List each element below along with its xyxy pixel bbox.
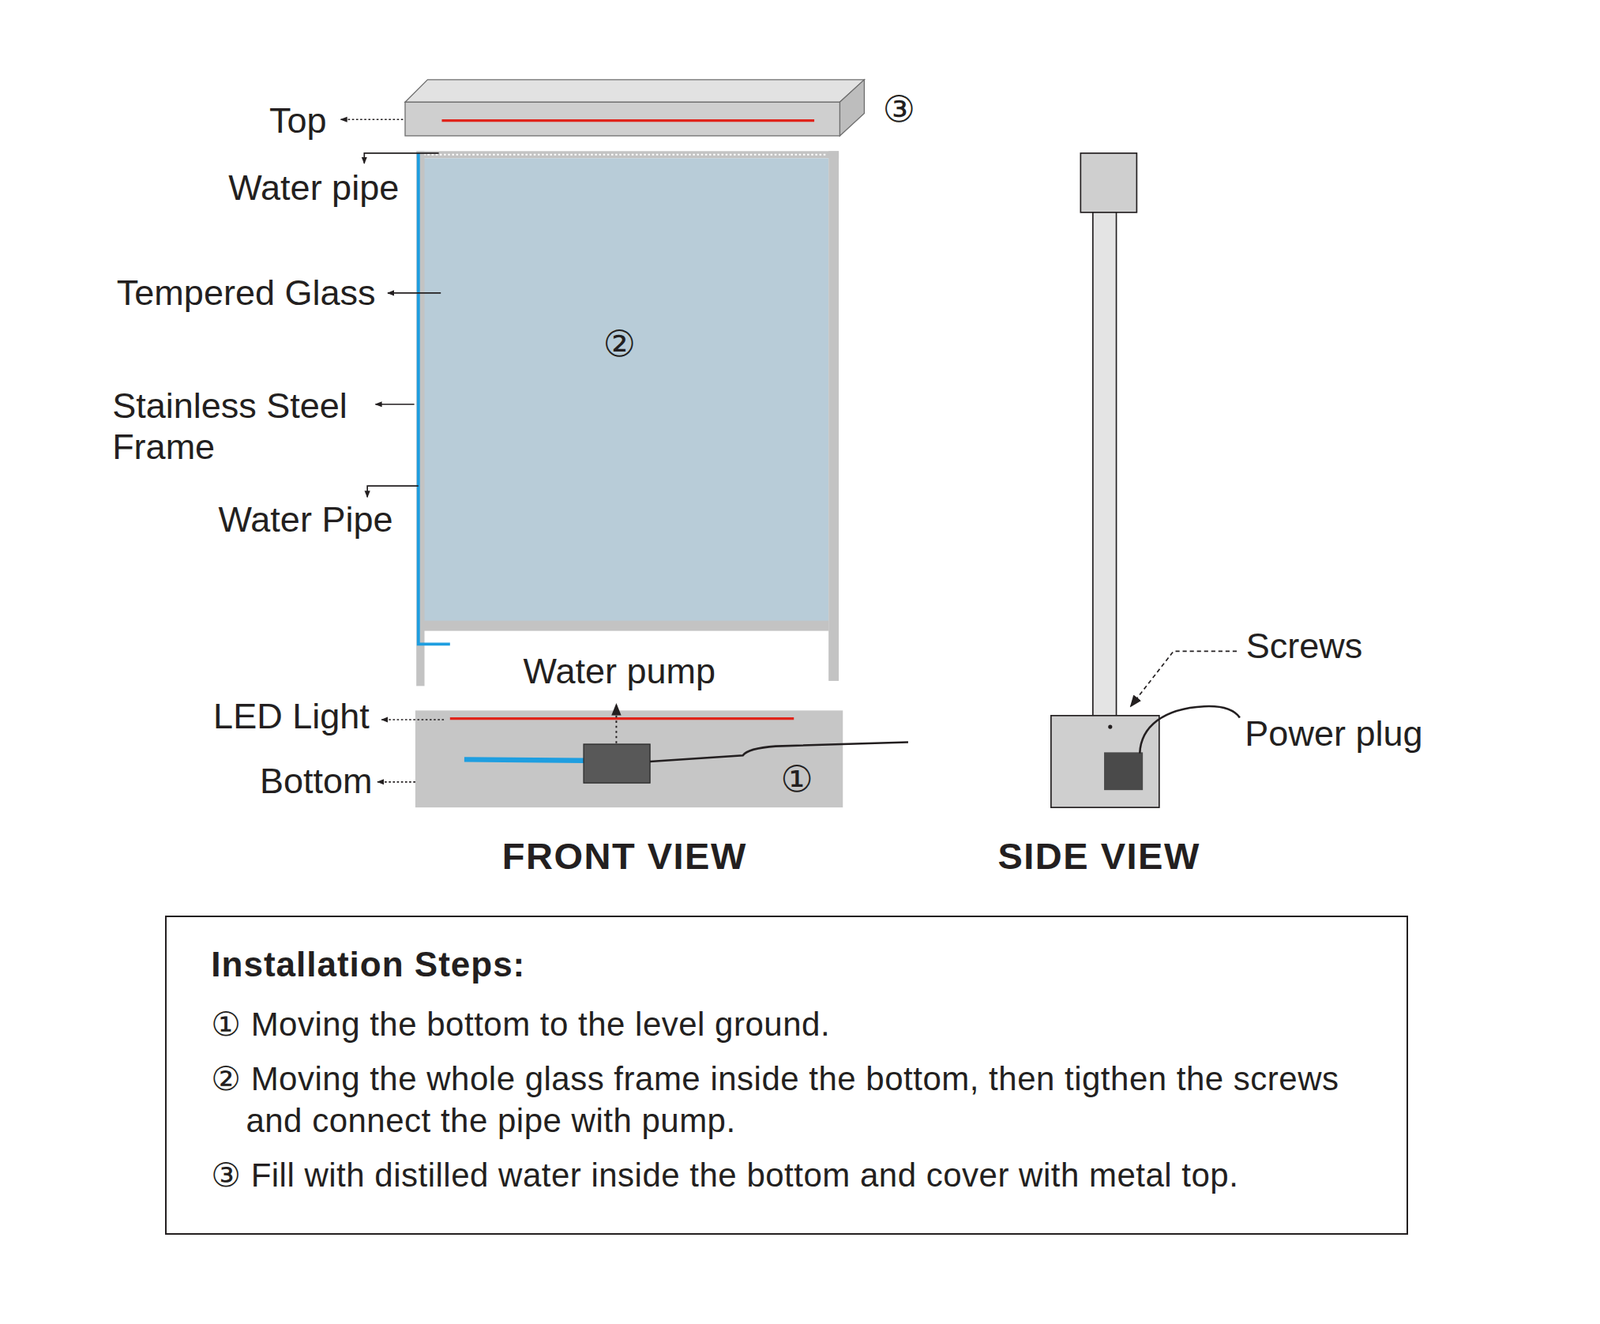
part-label: Water pump bbox=[523, 650, 716, 692]
tempered-glass-panel: ② bbox=[423, 157, 829, 623]
top-cover bbox=[405, 79, 864, 136]
callout-number: ③ bbox=[882, 88, 916, 131]
view-heading: FRONT VIEW bbox=[502, 834, 748, 878]
part-label: Screws bbox=[1246, 625, 1364, 667]
step-text: ① Moving the bottom to the level ground. bbox=[210, 1002, 1375, 1045]
glass-frame bbox=[416, 150, 839, 686]
bottom-base bbox=[415, 704, 909, 808]
part-label: LED Light bbox=[213, 695, 370, 737]
part-label: Tempered Glass bbox=[116, 272, 376, 314]
part-label: Power plug bbox=[1244, 713, 1423, 755]
step-text: ③ Fill with distilled water inside the b… bbox=[210, 1153, 1375, 1196]
callout-number: ② bbox=[603, 325, 636, 362]
callout-number: ① bbox=[780, 760, 813, 797]
installation-steps-box: Installation Steps: ① Moving the bottom t… bbox=[165, 915, 1409, 1235]
part-label: Top bbox=[269, 100, 327, 142]
leader-lines bbox=[341, 119, 1237, 782]
part-label: Water Pipe bbox=[218, 499, 394, 541]
part-label: Bottom bbox=[259, 760, 373, 802]
step-text: ② Moving the whole glass frame inside th… bbox=[210, 1057, 1375, 1142]
part-label: Stainless Steel Frame bbox=[112, 385, 397, 468]
steps-heading: Installation Steps: bbox=[210, 943, 1375, 986]
side-view-figure bbox=[1051, 153, 1240, 808]
part-label: Water pipe bbox=[228, 167, 399, 209]
bottom-base: ① bbox=[415, 709, 843, 808]
view-heading: SIDE VIEW bbox=[997, 834, 1200, 878]
